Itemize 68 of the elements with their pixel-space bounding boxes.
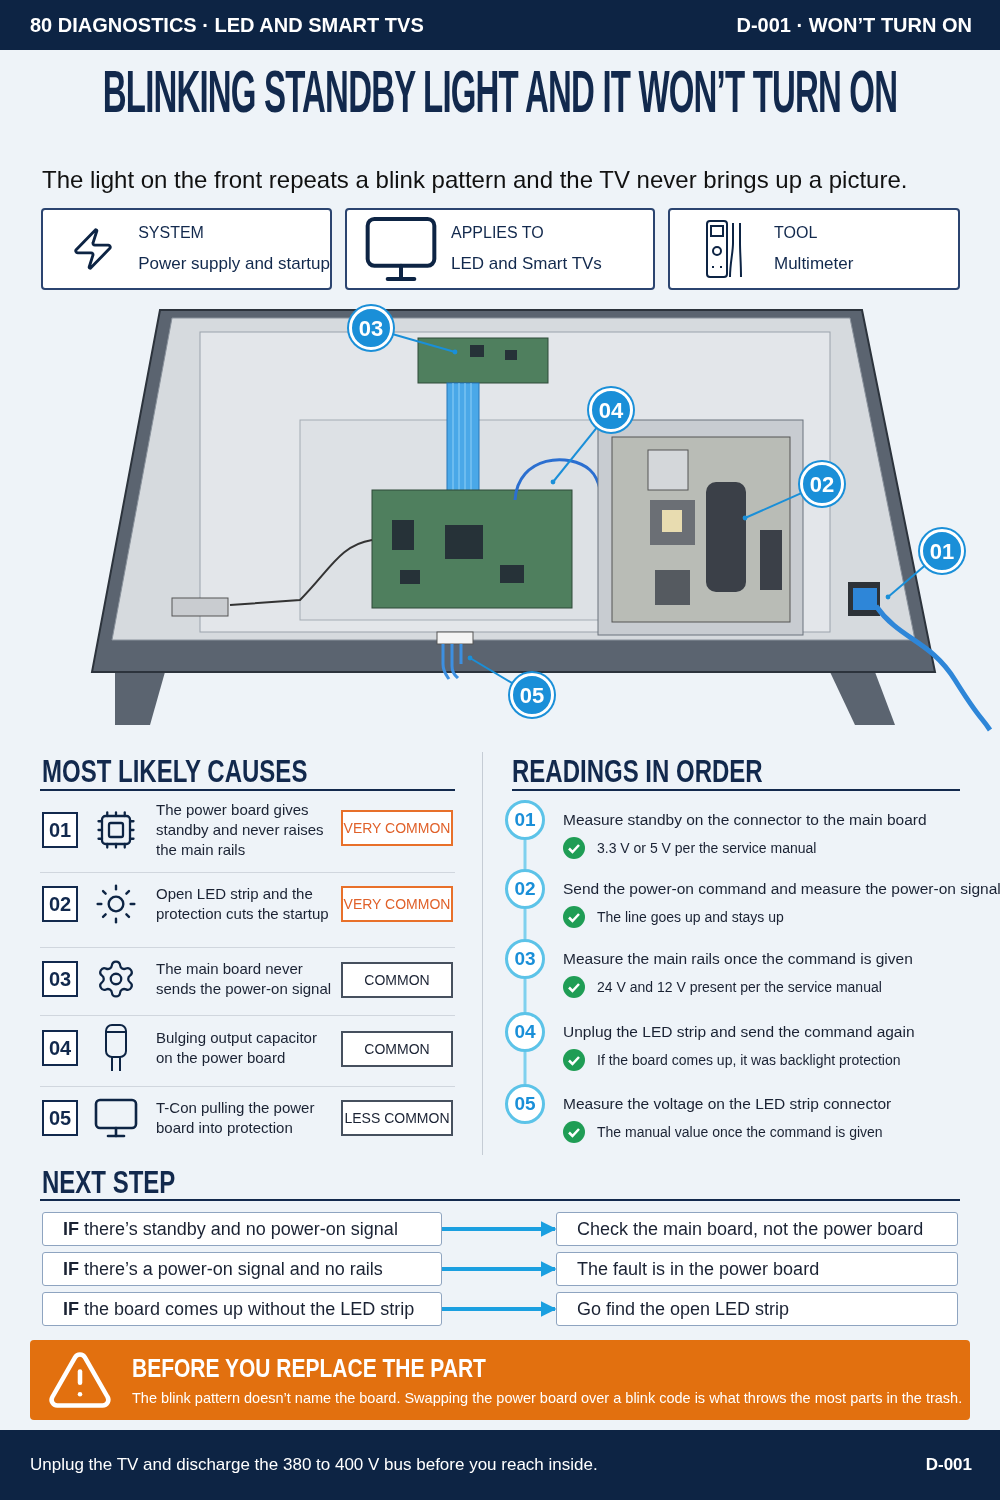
reading-step: Unplug the LED strip and send the command again — [563, 1023, 915, 1040]
timeline-line — [523, 840, 527, 869]
timeline-line — [523, 1052, 527, 1084]
frequency-badge: VERY COMMON — [341, 886, 453, 922]
callout-number: 01 — [920, 529, 964, 573]
number-box: 05 — [42, 1100, 78, 1136]
callout-number: 04 — [589, 388, 633, 432]
warning-banner — [30, 1340, 970, 1420]
section-heading: READINGS IN ORDER — [512, 752, 763, 791]
warning-text: The blink pattern doesn’t name the board. Swapping the power board over a blink code is what throws the most parts in the trash. — [132, 1388, 963, 1407]
page-code: D-001 — [925, 1454, 972, 1477]
card-label: TOOL — [774, 223, 819, 244]
number-box: 02 — [42, 886, 78, 922]
arrow — [442, 1221, 557, 1237]
footer-note: Unplug the TV and discharge the 380 to 400 V bus before you reach inside. — [30, 1454, 598, 1477]
expected-result: If the board comes up, it was backlight protection — [597, 1050, 901, 1070]
section-heading: MOST LIKELY CAUSES — [42, 752, 308, 791]
arrow — [442, 1301, 557, 1317]
cause-text: The main board never sends the power-on signal — [156, 959, 332, 999]
expected-result: The line goes up and stays up — [597, 907, 784, 927]
section-heading: NEXT STEP — [42, 1163, 176, 1202]
frequency-badge: VERY COMMON — [341, 810, 453, 846]
leader-line — [885, 564, 927, 600]
frequency-badge: COMMON — [341, 962, 453, 998]
cause-text: T-Con pulling the power board into protection — [156, 1098, 316, 1138]
cause-text: Open LED strip and the protection cuts the startup — [156, 884, 330, 924]
number-box: 01 — [42, 812, 78, 848]
condition-box: IF the board comes up without the LED strip — [42, 1292, 442, 1326]
expected-result: 3.3 V or 5 V per the service manual — [597, 838, 817, 858]
cause-text: The power board gives standby and never raises the main rails — [156, 800, 325, 860]
reading-step: Send the power-on command and measure the power-on signal — [563, 880, 1000, 897]
card-value: Multimeter — [774, 253, 854, 276]
condition-box: IF there’s standby and no power-on signal — [42, 1212, 442, 1246]
info-card — [668, 208, 960, 290]
expected-result: 24 V and 12 V present per the service manual — [597, 977, 882, 997]
expected-result: The manual value once the command is given — [597, 1122, 883, 1142]
card-value: LED and Smart TVs — [451, 253, 602, 276]
action-box: Go find the open LED strip — [556, 1292, 958, 1326]
footer-band — [0, 1430, 1000, 1500]
leader-line — [391, 333, 458, 355]
frequency-badge: COMMON — [341, 1031, 453, 1067]
callout-number: 03 — [349, 306, 393, 350]
frequency-badge: LESS COMMON — [341, 1100, 453, 1136]
timeline-line — [523, 909, 527, 939]
reading-step: Measure standby on the connector to the main board — [563, 811, 927, 828]
header-text: 80 DIAGNOSTICS · LED AND SMART TVS — [30, 13, 424, 38]
number-box: 04 — [42, 1030, 78, 1066]
number-box: 03 — [42, 961, 78, 997]
info-card — [41, 208, 332, 290]
warning-heading: BEFORE YOU REPLACE THE PART — [132, 1353, 487, 1385]
cause-text: Bulging output capacitor on the power board — [156, 1028, 318, 1068]
header-text: D-001 · WON’T TURN ON — [736, 13, 972, 38]
title: BLINKING STANDBY LIGHT AND IT WON’T TURN ON — [102, 56, 898, 127]
reading-step: Measure the voltage on the LED strip connector — [563, 1095, 892, 1112]
info-card — [345, 208, 655, 290]
subtitle: The light on the front repeats a blink pattern and the TV never brings up a picture. — [42, 166, 908, 193]
card-value: Power supply and startup — [138, 253, 330, 276]
callout-number: 05 — [510, 673, 554, 717]
arrow — [442, 1261, 557, 1277]
header-band — [0, 0, 1000, 50]
card-label: APPLIES TO — [451, 223, 545, 244]
reading-step: Measure the main rails once the command is given — [563, 950, 913, 967]
action-box: The fault is in the power board — [556, 1252, 958, 1286]
condition-box: IF there’s a power-on signal and no rails — [42, 1252, 442, 1286]
card-label: SYSTEM — [138, 223, 205, 244]
callout-number: 02 — [800, 462, 844, 506]
timeline-line — [523, 979, 527, 1012]
action-box: Check the main board, not the power board — [556, 1212, 958, 1246]
